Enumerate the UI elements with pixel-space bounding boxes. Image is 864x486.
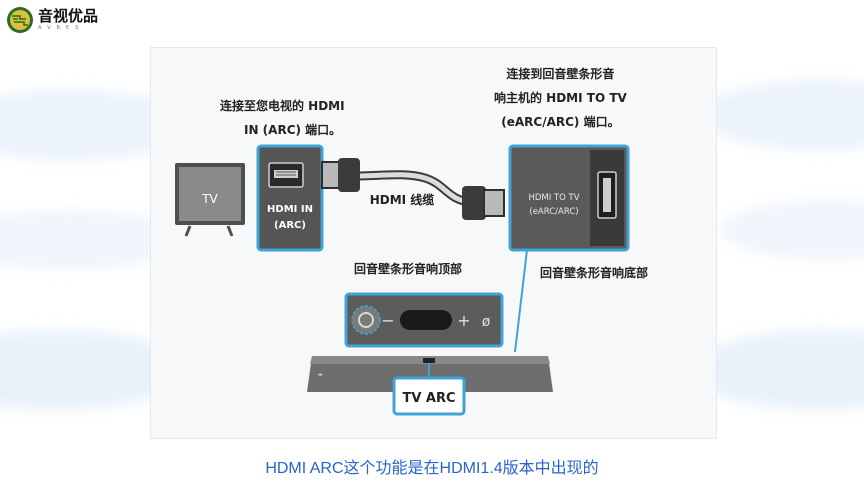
tv-port-label-2: (ARC) xyxy=(274,220,306,231)
brand-logo: 音视优品 AVBES xyxy=(6,6,98,34)
tv-label: TV xyxy=(201,192,218,206)
display-window xyxy=(400,310,452,330)
tv-icon: TV xyxy=(175,163,245,237)
volume-up-symbol: + xyxy=(457,311,470,330)
hdmi-connector-icon xyxy=(274,170,298,178)
tv-hdmi-port-box: HDMI IN (ARC) xyxy=(256,144,324,252)
tv-port-callout-line1: 连接至您电视的 HDMI xyxy=(220,99,345,113)
indicator-label: TV ARC xyxy=(402,391,455,406)
soundbar-port-label-1: HDMI TO TV xyxy=(528,193,579,203)
brand-name: 音视优品 xyxy=(38,7,99,25)
hdmi-connector-icon xyxy=(597,171,617,219)
slide-caption: HDMI ARC这个功能是在HDMI1.4版本中出现的 xyxy=(265,460,599,477)
tv-arc-indicator: TV ARC xyxy=(392,376,466,416)
soundbar-hdmi-port-box: HDMI TO TV (eARC/ARC) xyxy=(508,144,630,252)
hdmi-cable xyxy=(321,158,505,220)
soundbar-port-label-2: (eARC/ARC) xyxy=(529,207,578,217)
soundbar-top-label: 回音壁条形音响顶部 xyxy=(354,262,463,276)
soundbar-bottom-label: 回音壁条形音响底部 xyxy=(540,266,649,280)
mute-symbol: ø xyxy=(482,314,491,330)
logo-mark xyxy=(7,7,33,33)
port-pointer-line xyxy=(514,249,528,353)
soundbar-top-controls: − + ø xyxy=(344,292,504,348)
svg-text:▬: ▬ xyxy=(318,372,323,378)
tv-port-callout-line2: IN (ARC) 端口。 xyxy=(244,123,342,137)
soundbar-port-callout: 连接到回音壁条形音 响主机的 HDMI TO TV (eARC/ARC) 端口。 xyxy=(494,62,627,134)
power-button-icon xyxy=(358,312,374,328)
soundbar-port-callout-line3: (eARC/ARC) 端口。 xyxy=(501,115,620,129)
soundbar-port-callout-line2: 响主机的 HDMI TO TV xyxy=(494,91,627,105)
tv-port-label-1: HDMI IN xyxy=(267,204,313,215)
volume-down-symbol: − xyxy=(381,311,394,330)
soundbar-port-callout-line1: 连接到回音壁条形音 xyxy=(506,67,615,81)
tv-port-callout: 连接至您电视的 HDMI IN (ARC) 端口。 xyxy=(220,94,345,142)
cable-label: HDMI 线缆 xyxy=(370,192,435,207)
brand-subtitle: AVBES xyxy=(38,25,85,31)
